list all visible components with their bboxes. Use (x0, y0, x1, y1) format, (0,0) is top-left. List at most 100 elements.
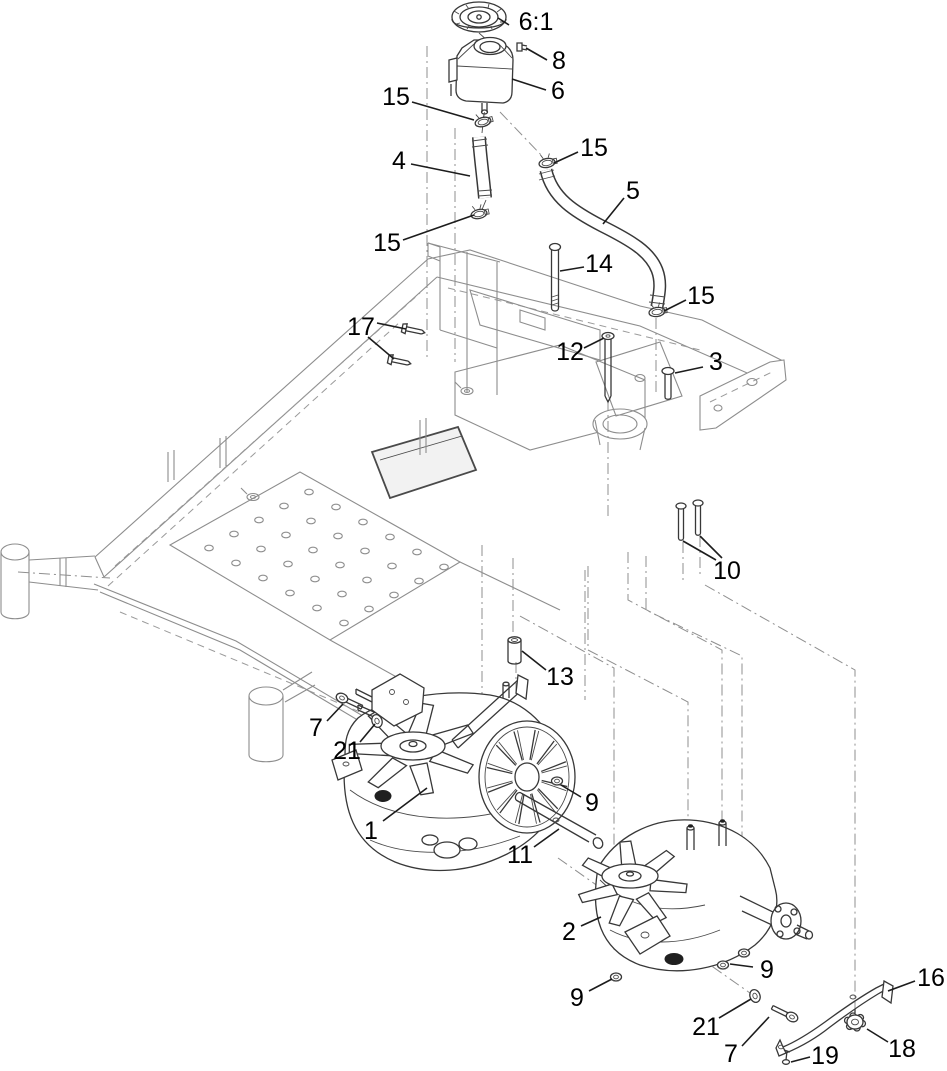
flange-nut-9 (737, 948, 751, 958)
bolt-14 (548, 242, 562, 312)
frame-top-band (427, 249, 784, 362)
mount-strap (451, 679, 525, 749)
spacer-13 (507, 636, 522, 665)
hose-clamp-15a (474, 112, 494, 128)
callout-9c-label: 9 (570, 984, 584, 1012)
reservoir-cap (451, 1, 507, 42)
floor-pan (168, 471, 462, 641)
bolt-12 (601, 331, 615, 404)
callout-11-leader (533, 828, 560, 848)
callout-15d-label: 15 (687, 282, 715, 310)
frame-seat-plate (454, 344, 648, 451)
flange-nut-9 (716, 960, 730, 970)
right-transaxle (577, 819, 814, 972)
callout-13-label: 13 (546, 663, 574, 691)
callout-19-leader (790, 1056, 811, 1063)
callout-1-label: 1 (364, 817, 378, 845)
callout-12-label: 12 (556, 338, 584, 366)
callout-9b-label: 9 (760, 956, 774, 984)
callout-7a-leader (326, 703, 344, 722)
callout-10-label: 10 (713, 557, 741, 585)
flange-nut-18 (843, 1009, 867, 1032)
callout-10-leader (682, 540, 717, 561)
dark-port (374, 790, 392, 802)
callout-4-label: 4 (392, 147, 406, 175)
callout-15b-label: 15 (580, 134, 608, 162)
callout-6-leader (511, 78, 547, 91)
callout-3-label: 3 (709, 348, 723, 376)
flange-nut-9 (609, 972, 623, 982)
callout-17-leader-1 (367, 336, 395, 360)
bolt-3 (661, 366, 675, 400)
callout-15a-leader (411, 101, 475, 121)
bolt-7a (335, 692, 364, 710)
upper-hose (471, 136, 493, 213)
callout-2-leader (580, 916, 602, 927)
callout-15a-label: 15 (382, 83, 410, 111)
hose-clamp-15b (538, 153, 558, 169)
reservoir-assembly (448, 1, 668, 318)
callout-16-leader (887, 980, 916, 992)
frame-mount-plate (595, 341, 683, 417)
callout-1-leader (382, 787, 428, 822)
screw-19 (781, 1049, 791, 1065)
callout-6-1-label: 6:1 (519, 8, 554, 36)
callout-21b-leader (718, 998, 752, 1019)
callout-13-leader (521, 650, 547, 671)
callout-15c-label: 15 (373, 229, 401, 257)
callout-9b-leader (729, 963, 754, 968)
callout-4-leader (410, 163, 471, 177)
callout-7a-label: 7 (309, 714, 323, 742)
callout-9a-label: 9 (585, 789, 599, 817)
vent-bolt (516, 42, 528, 52)
callout-17-label: 17 (347, 313, 375, 341)
left-transaxle (331, 673, 576, 872)
screw-17a (400, 323, 426, 335)
callout-18-label: 18 (888, 1035, 916, 1063)
lower-hose (538, 168, 667, 309)
callout-15b-leader (553, 151, 579, 164)
callout-5-label: 5 (626, 177, 640, 205)
callout-21a-label: 21 (333, 737, 361, 765)
transaxle-mount-plate (355, 673, 425, 727)
frame-left-rail (94, 258, 429, 558)
callout-14-label: 14 (585, 250, 613, 278)
frame-foot-tube (248, 671, 316, 763)
callout-11-label: 11 (507, 841, 533, 869)
bolt-7b (770, 1004, 799, 1023)
callout-15d-leader (663, 299, 687, 312)
axle-hub (739, 895, 814, 940)
callout-17-leader (376, 322, 407, 330)
reservoir-tank (448, 36, 514, 134)
callout-19-label: 19 (811, 1042, 839, 1070)
dark-port (664, 953, 684, 965)
callout-21a-leader (359, 723, 376, 743)
frame-engine-plate (469, 289, 601, 361)
callout-5-leader (602, 197, 625, 225)
callout-21b-label: 21 (692, 1013, 720, 1041)
bracket-16 (775, 979, 894, 1057)
rod-11 (514, 791, 604, 849)
callout-8-label: 8 (552, 47, 566, 75)
frame-right-bracket (699, 359, 787, 431)
callout-6-label: 6 (551, 77, 565, 105)
callout-8-leader (525, 47, 548, 61)
frame-tower-bracket (427, 242, 501, 395)
callout-3-leader (674, 366, 704, 374)
hose-clamp-15c (470, 204, 490, 220)
washer-21b (749, 989, 761, 1003)
callout-12-leader (583, 337, 605, 349)
front-caster-tube (0, 543, 111, 620)
callout-16-label: 16 (917, 964, 945, 992)
flange-nut-9 (550, 776, 564, 786)
callout-7b-label: 7 (724, 1040, 738, 1068)
callout-10-leader-1 (699, 535, 723, 559)
callout-9c-leader (588, 978, 613, 992)
callout-15c-leader (402, 214, 475, 241)
bolts-10 (675, 499, 704, 541)
callout-6-1-leader (497, 17, 510, 26)
callout-14-leader (559, 266, 585, 272)
